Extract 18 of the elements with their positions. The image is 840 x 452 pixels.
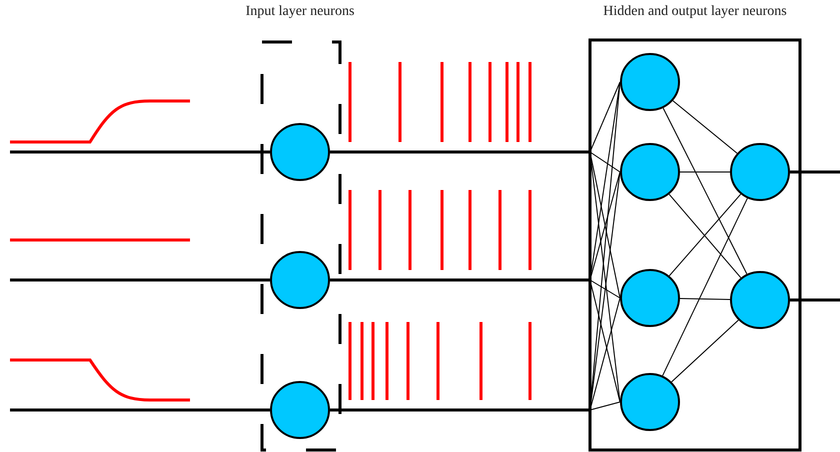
connection-line [590,402,620,410]
connection-line [330,278,590,282]
connection-line [590,152,620,172]
connection-line [330,150,590,154]
layer-heading: Input layer neurons [244,4,356,20]
connection-line [790,298,840,302]
connection-line [680,298,730,300]
connection-line [590,280,620,298]
connection-line [671,320,739,382]
connection-line [10,278,270,282]
connection-line [790,170,840,174]
connection-line [672,100,738,154]
connection-line [330,408,590,412]
connection-line [662,108,748,274]
connection-line [10,150,270,154]
connection-line [10,408,270,412]
layer-heading: Hidden and output layer neurons [602,4,788,20]
connection-line [662,198,748,376]
